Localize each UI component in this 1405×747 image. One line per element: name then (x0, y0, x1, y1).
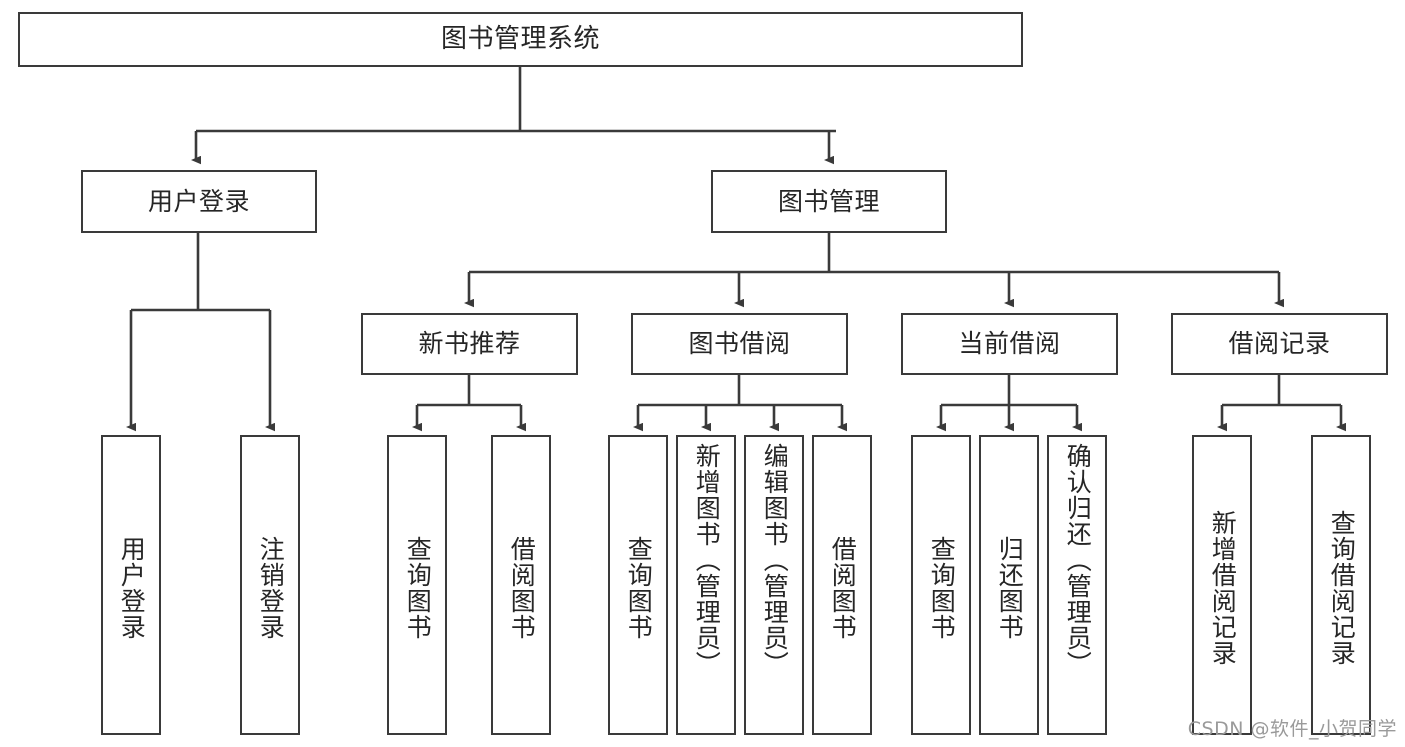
watermark-text: CSDN @软件_小贺同学 (1187, 718, 1397, 740)
node-label: 用户登录 (117, 536, 147, 640)
node-label: 新书推荐 (418, 329, 521, 359)
node-root-system[interactable]: 图书管理系统 (18, 12, 1023, 67)
node-label: 用户登录 (147, 186, 250, 216)
leaf-borrow-query-book[interactable]: 查询图书 (608, 435, 668, 735)
node-label: 借阅记录 (1228, 329, 1331, 359)
node-label: 查询图书 (403, 536, 433, 640)
node-label: 图书借阅 (688, 329, 791, 359)
leaf-current-query-book[interactable]: 查询图书 (911, 435, 971, 735)
node-book-borrow[interactable]: 图书借阅 (631, 313, 848, 375)
node-label: 查询借阅记录 (1327, 510, 1357, 666)
node-label: 借阅图书 (828, 536, 858, 640)
leaf-current-return-book[interactable]: 归还图书 (979, 435, 1039, 735)
leaf-current-confirm-return-admin[interactable]: 确认归还（管理员） (1047, 435, 1107, 735)
leaf-borrow-add-book-admin[interactable]: 新增图书（管理员） (676, 435, 736, 735)
leaf-recommend-query-book[interactable]: 查询图书 (387, 435, 447, 735)
node-label: 确认归还（管理员） (1063, 443, 1093, 677)
node-label: 新增借阅记录 (1208, 510, 1238, 666)
node-label: 当前借阅 (958, 329, 1061, 359)
node-label: 借阅图书 (507, 536, 537, 640)
node-label: 查询图书 (927, 536, 957, 640)
node-label: 查询图书 (624, 536, 654, 640)
node-label: 注销登录 (256, 536, 286, 640)
leaf-record-query-record[interactable]: 查询借阅记录 (1311, 435, 1371, 735)
node-label: 图书管理系统 (440, 24, 600, 55)
node-label: 新增图书（管理员） (692, 443, 722, 677)
node-label: 编辑图书（管理员） (760, 443, 790, 677)
leaf-user-login-signout[interactable]: 注销登录 (240, 435, 300, 735)
node-label: 归还图书 (995, 536, 1025, 640)
node-borrow-record[interactable]: 借阅记录 (1171, 313, 1388, 375)
leaf-user-login-signin[interactable]: 用户登录 (101, 435, 161, 735)
leaf-record-add-record[interactable]: 新增借阅记录 (1192, 435, 1252, 735)
node-user-login[interactable]: 用户登录 (81, 170, 317, 233)
node-book-management[interactable]: 图书管理 (711, 170, 947, 233)
node-label: 图书管理 (777, 186, 880, 216)
node-new-book-recommend[interactable]: 新书推荐 (361, 313, 578, 375)
leaf-borrow-edit-book-admin[interactable]: 编辑图书（管理员） (744, 435, 804, 735)
node-current-borrow[interactable]: 当前借阅 (901, 313, 1118, 375)
leaf-borrow-borrow-book[interactable]: 借阅图书 (812, 435, 872, 735)
leaf-recommend-borrow-book[interactable]: 借阅图书 (491, 435, 551, 735)
